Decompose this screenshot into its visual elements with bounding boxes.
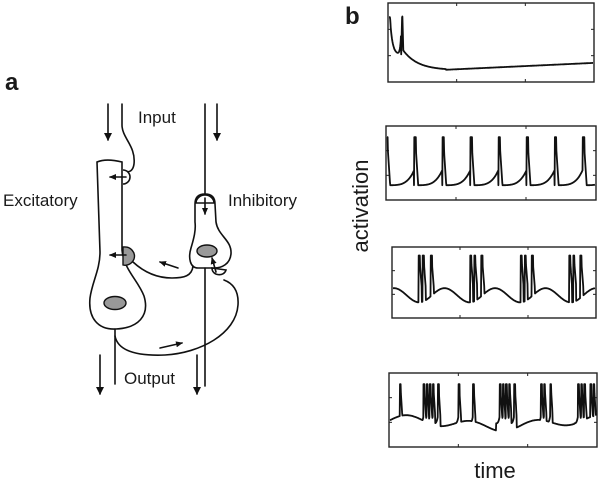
trace-panel-4 (388, 372, 598, 448)
inhibitory-label: Inhibitory (228, 191, 297, 210)
activation-trace-periodic-bursting (392, 254, 596, 304)
panel-a: a Input Excitatory Inhibitory (3, 69, 297, 395)
activation-trace-regular-tonic-spiking (386, 136, 596, 187)
synapse-arrow-excitatory-inhibitory (210, 257, 217, 273)
trace-panel-3 (391, 246, 597, 319)
activation-trace-irregular-bursting (389, 383, 597, 432)
trace-panel-2 (385, 125, 597, 201)
trace-frame (391, 246, 597, 319)
inhibitory-to-excitatory-axon (132, 261, 194, 279)
excitatory-neuron (89, 159, 147, 330)
input-label: Input (138, 108, 176, 127)
panel-b: b activation time (345, 2, 598, 483)
trace-panels (385, 2, 598, 448)
panel-a-label: a (5, 69, 19, 96)
trace-frame (388, 372, 598, 448)
direction-arrow-inhibitory-excitatory (159, 261, 179, 269)
output-label: Output (124, 369, 175, 388)
input-axon-excitatory (121, 103, 135, 173)
activation-trace-single-burst-then-silence (388, 15, 594, 71)
inhibitory-bouton-on-excitatory (122, 246, 136, 266)
x-axis-label: time (474, 458, 516, 483)
excitatory-nucleus (103, 295, 127, 311)
trace-frame (385, 125, 597, 201)
trace-frame (387, 2, 595, 83)
inhibitory-nucleus (196, 244, 218, 258)
excitatory-bouton-on-inhibitory (211, 267, 228, 276)
panel-b-label: b (345, 3, 360, 30)
direction-arrow-excitatory-inhibitory (159, 341, 183, 349)
trace-panel-1 (387, 2, 595, 83)
excitatory-to-inhibitory-collateral (114, 279, 239, 356)
y-axis-label: activation (348, 160, 373, 253)
excitatory-label: Excitatory (3, 191, 78, 210)
